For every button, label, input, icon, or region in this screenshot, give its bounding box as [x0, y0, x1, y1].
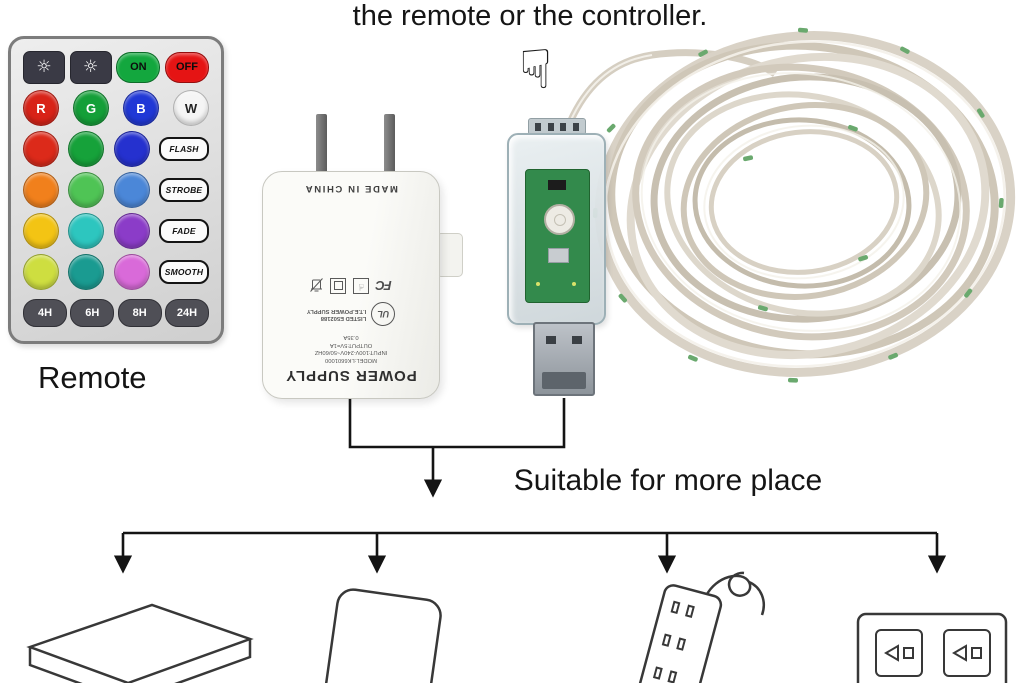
- remote-row-colors-2: STROBE: [23, 172, 209, 208]
- weee-bin-icon: [310, 278, 324, 293]
- plug-prong-right: [384, 114, 395, 176]
- header-caption: the remote or the controller.: [352, 0, 708, 32]
- white-button: W: [173, 90, 209, 126]
- ul-logo-icon: UL: [371, 302, 396, 326]
- color-button: [113, 254, 150, 290]
- ul-listed-block: UL LISTED E502188 I.T.E.POWER SUPPLY: [307, 302, 396, 326]
- adapter-spec-line: MODEL:LK6601000: [325, 357, 377, 363]
- on-button: ON: [116, 51, 161, 83]
- double-insulation-icon: [330, 278, 347, 294]
- color-button: [113, 172, 150, 208]
- color-button: [68, 131, 105, 167]
- hand-mark-icon: ☝: [353, 278, 370, 294]
- controller-pcb: [525, 169, 590, 303]
- color-button: [68, 213, 105, 249]
- remote-row-power: ☼ ☼ ON OFF: [23, 49, 209, 85]
- green-button: G: [73, 90, 109, 126]
- hand-pointer-icon: ☟: [519, 38, 552, 101]
- led-chips: [592, 27, 1004, 383]
- usb-shell-hole: [546, 336, 556, 344]
- remote-row-rgbw: R G B W: [23, 90, 209, 126]
- color-button: [68, 172, 105, 208]
- timer-8h-button: 8H: [117, 299, 162, 327]
- solder-dot: [536, 282, 540, 286]
- flash-button: FLASH: [158, 137, 209, 161]
- blue-button: B: [123, 90, 159, 126]
- remote-row-colors-1: FLASH: [23, 131, 209, 167]
- join-line: [348, 398, 566, 449]
- color-button: [23, 131, 59, 167]
- color-button: [23, 213, 59, 249]
- certification-marks: FC ☝: [310, 278, 392, 294]
- plug-prong-left: [316, 114, 327, 176]
- red-button: R: [23, 90, 59, 126]
- brightness-down-icon: ☼: [36, 57, 52, 77]
- adapter-usb-port: [436, 233, 463, 277]
- adapter-spec-line: OUTPUT:5V=1A: [329, 342, 373, 348]
- adapter-print: POWER SUPPLY MODEL:LK6601000 INPUT:100V-…: [271, 180, 431, 390]
- strobe-button: STROBE: [158, 178, 209, 202]
- fade-button: FADE: [158, 219, 209, 243]
- remote-row-colors-4: SMOOTH: [23, 254, 209, 290]
- color-button: [113, 131, 150, 167]
- suitable-caption: Suitable for more place: [513, 464, 823, 497]
- power-strip-icon: [630, 571, 766, 683]
- remote-row-timers: 4H 6H 8H 24H: [23, 295, 209, 331]
- controller-mode-button: [544, 204, 575, 235]
- listed-line-1: LISTED E502188: [320, 315, 367, 322]
- bed-icon: [26, 603, 254, 683]
- off-button: OFF: [164, 51, 209, 83]
- ul-listed-text: LISTED E502188 I.T.E.POWER SUPPLY: [307, 307, 366, 322]
- power-adapter: POWER SUPPLY MODEL:LK6601000 INPUT:100V-…: [262, 171, 440, 399]
- smooth-button: SMOOTH: [158, 260, 209, 284]
- fcc-mark-icon: FC: [376, 278, 392, 294]
- color-button: [23, 254, 59, 290]
- adapter-spec-line: 0.35A: [343, 334, 359, 341]
- brightness-up-icon: ☼: [83, 57, 99, 77]
- light-controller: [507, 133, 606, 325]
- usb-plug: [533, 322, 595, 396]
- color-button: [23, 172, 59, 208]
- listed-line-2: I.T.E.POWER SUPPLY: [306, 308, 367, 314]
- phone-icon: [318, 588, 442, 683]
- pcb-switch: [548, 248, 569, 263]
- color-button: [113, 213, 150, 249]
- adapter-spec-lines: MODEL:LK6601000 INPUT:100V-240V~50/60HZ …: [314, 333, 388, 364]
- brightness-up-button: ☼: [69, 50, 112, 84]
- remote-row-colors-3: FADE: [23, 213, 209, 249]
- adapter-spec-line: INPUT:100V-240V~50/60HZ: [314, 349, 388, 356]
- controller-wire-connector: [528, 118, 586, 135]
- solder-dot: [572, 282, 576, 286]
- usb-opening: [542, 372, 586, 389]
- timer-6h-button: 6H: [70, 299, 115, 327]
- remote-label: Remote: [38, 360, 147, 395]
- made-in-text: MADE IN CHINA: [304, 183, 398, 194]
- brightness-down-button: ☼: [23, 50, 65, 84]
- timer-4h-button: 4H: [23, 299, 67, 327]
- pcb-chip: [548, 180, 566, 190]
- adapter-brand-text: POWER SUPPLY: [285, 367, 417, 384]
- wall-socket-icon: [856, 612, 1008, 683]
- string-lights-coil: [562, 27, 1016, 383]
- color-button: [68, 254, 105, 290]
- timer-24h-button: 24H: [164, 299, 209, 327]
- remote-control: ☼ ☼ ON OFF R G B W FLASH STROBE FADE: [8, 36, 224, 344]
- usb-shell-hole: [572, 336, 582, 344]
